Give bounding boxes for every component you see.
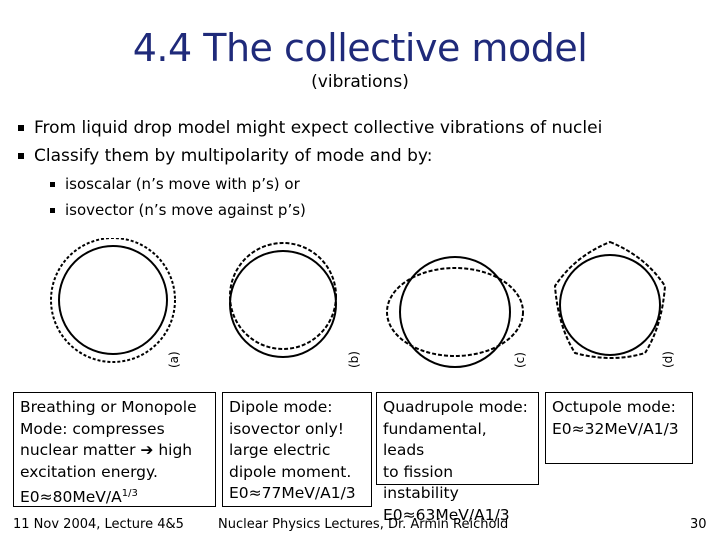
box-line: large electric [229,441,331,459]
figure-label-b: (b) [347,351,361,368]
quadrupole-diagram: (c) [386,256,527,368]
octupole-diagram: (d) [553,240,675,368]
bullet-text: Classify them by multipolarity of mode a… [34,146,433,166]
bullet-item: From liquid drop model might expect coll… [18,118,602,138]
box-line: E0≈80MeV/A1/3 [20,483,209,509]
page-number: 30 [690,517,707,532]
bullet-marker-icon [18,153,24,159]
box-line: excitation energy. [20,462,158,481]
bullet-text: From liquid drop model might expect coll… [34,118,603,138]
energy-text: E0≈80MeV/A [20,488,122,507]
box-line: isovector only! [229,419,344,438]
dipole-description-box: Dipole mode: isovector only! large elect… [222,392,372,507]
bullet-marker-icon [50,207,55,213]
figure-label-a: (a) [167,351,181,368]
figure-label-d: (d) [661,351,675,368]
box-line: E0≈32MeV/A1/3 [552,419,679,438]
box-line: nuclear matter ➔ high [20,440,209,462]
figure-label-c: (c) [513,352,527,368]
box-line: fundamental, leads [383,419,487,460]
energy-exponent: 1/3 [121,488,138,499]
box-line: Quadrupole mode: [383,398,528,416]
slide-subtitle: (vibrations) [311,72,409,92]
monopole-diagram: (a) [50,238,181,368]
octupole-description-box: Octupole mode: E0≈32MeV/A1/3 [545,392,693,464]
dipole-diagram: (b) [229,242,361,368]
quadrupole-description-box: Quadrupole mode: fundamental, leads to f… [376,392,539,524]
box-line: Breathing or Monopole [20,398,197,416]
bullet-marker-icon [18,125,24,131]
box-line: Dipole mode: [229,398,333,416]
footer-course: Nuclear Physics Lectures, Dr. Armin Reic… [218,517,509,532]
bullet-item: Classify them by multipolarity of mode a… [18,146,432,166]
arrow-right-icon: ➔ [140,441,154,459]
box-line: Octupole mode: [552,398,676,416]
sub-bullet-item: isovector (n’s move against p’s) [50,201,306,219]
box-line-text: high [153,441,193,459]
slide-title: 4.4 The collective model [132,26,588,70]
sub-bullet-text: isoscalar (n’s move with p’s) or [65,175,300,193]
monopole-description-box: Breathing or Monopole Mode: compresses n… [13,392,216,507]
bullet-marker-icon [50,181,55,187]
box-line: E0≈63MeV/A1/3 [383,505,510,524]
box-line: dipole moment. [229,462,352,481]
sub-bullet-text: isovector (n’s move against p’s) [65,201,306,219]
box-line: Mode: compresses [20,419,165,438]
vibration-modes-figure: (a) (b) (c) (d) [50,238,675,368]
box-line: to fission instability [383,462,459,503]
box-line: E0≈77MeV/A1/3 [229,484,356,502]
footer-date: 11 Nov 2004, Lecture 4&5 [13,517,184,532]
sub-bullet-item: isoscalar (n’s move with p’s) or [50,175,300,193]
box-line-text: nuclear matter [20,441,141,459]
